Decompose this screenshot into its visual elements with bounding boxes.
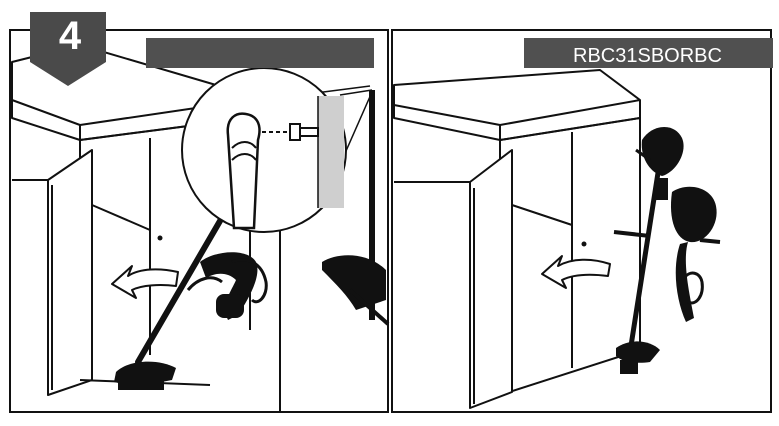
step-badge <box>30 12 106 86</box>
left-door-knob <box>157 235 163 241</box>
right-cabinet <box>393 69 641 409</box>
left-trimmer <box>114 187 268 390</box>
right-banner <box>524 38 773 68</box>
detail-callout <box>181 67 373 233</box>
step-number: 4 <box>58 14 82 58</box>
left-banner <box>146 38 374 68</box>
right-rotate-arrow <box>541 255 611 289</box>
right-trimmer <box>613 126 721 374</box>
left-rotate-arrow <box>111 265 179 299</box>
right-door-knob <box>581 241 587 247</box>
left-wall-edge <box>279 89 390 412</box>
model-number-label: RBC31SBORBC <box>573 45 722 67</box>
